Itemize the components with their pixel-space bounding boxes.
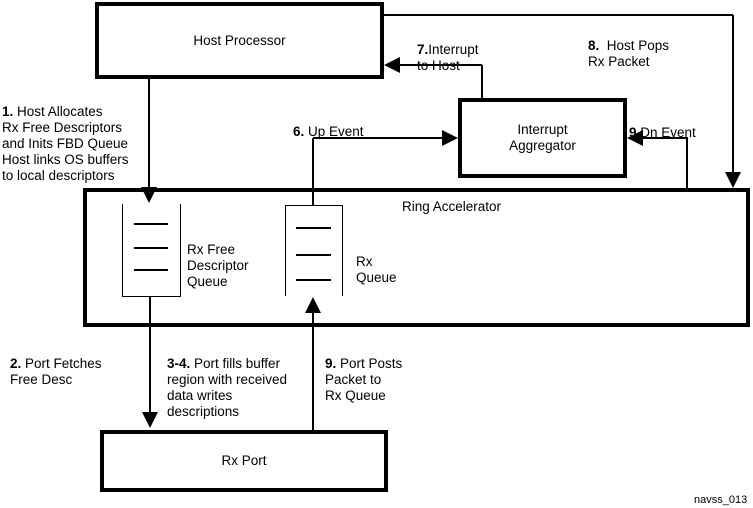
rx-port-box: Rx Port xyxy=(100,430,388,492)
rx-port-label: Rx Port xyxy=(221,453,267,468)
step-8-note: 8. Host Pops Rx Packet xyxy=(588,22,669,70)
ring-accelerator-box: Ring Accelerator xyxy=(83,188,750,327)
step-8-number: 8. xyxy=(588,38,600,53)
step-7-note: 7.Interrupt to Host xyxy=(417,26,479,74)
interrupt-aggregator-label: Interrupt Aggregator xyxy=(509,122,576,153)
upevent-vertical-line xyxy=(312,138,314,205)
upevent-horizontal-line xyxy=(313,137,443,139)
step-3-4-note: 3-4. Port fills buffer region with recei… xyxy=(167,340,307,420)
step-6-text: Up Event xyxy=(304,124,364,139)
host-processor-label: Host Processor xyxy=(193,32,286,48)
rx-free-descriptor-queue-label: Rx Free Descriptor Queue xyxy=(187,226,249,290)
queue-slot-line xyxy=(134,247,168,249)
step-3-4-number: 3-4. xyxy=(167,356,191,371)
host-pops-arrowhead-icon xyxy=(725,172,741,188)
step-9-dn-number: 9. xyxy=(629,125,641,140)
rx-free-descriptor-queue-text: Rx Free Descriptor Queue xyxy=(187,242,249,289)
queue-slot-line xyxy=(134,223,168,225)
step-1-text: Host Allocates Rx Free Descriptors and I… xyxy=(2,104,129,183)
step-9-dn-text: Dn Event xyxy=(640,125,696,140)
rx-queue-shape xyxy=(285,205,343,296)
rxport-to-rxqueue-line xyxy=(312,310,314,430)
step-9-post-text: Port Posts Packet to Rx Queue xyxy=(325,356,403,403)
host-to-fdq-arrowhead-icon xyxy=(141,187,157,203)
step-8-text: Host Pops Rx Packet xyxy=(588,38,670,69)
step-2-text: Port Fetches Free Desc xyxy=(10,356,102,387)
step-1-note: 1. Host Allocates Rx Free Descriptors an… xyxy=(2,88,150,184)
interrupt-aggregator-box: Interrupt Aggregator xyxy=(458,98,627,178)
step-9-post-number: 9. xyxy=(325,356,337,371)
step-7-number: 7. xyxy=(417,42,429,57)
step-2-note: 2. Port Fetches Free Desc xyxy=(10,340,140,388)
interrupt-to-host-vertical-line xyxy=(481,65,483,98)
queue-slot-line xyxy=(296,227,331,229)
queue-slot-line xyxy=(296,279,331,281)
step-3-4-text: Port fills buffer region with received d… xyxy=(167,356,288,419)
host-to-fdq-line xyxy=(148,79,150,189)
host-processor-box: Host Processor xyxy=(95,2,384,79)
step-6-number: 6. xyxy=(293,124,305,139)
step-1-number: 1. xyxy=(2,104,14,119)
step-6-note: 6. Up Event xyxy=(293,108,364,140)
ring-accelerator-label: Ring Accelerator xyxy=(402,199,502,214)
dnevent-vertical-line xyxy=(686,138,688,189)
step-7-text: Interrupt to Host xyxy=(417,42,479,73)
rx-queue-text: Rx Queue xyxy=(356,254,397,285)
queue-slot-line xyxy=(134,269,168,271)
fdq-to-rxport-line xyxy=(149,296,151,414)
fdq-to-rxport-arrowhead-icon xyxy=(142,412,158,428)
rxport-to-rxqueue-arrowhead-icon xyxy=(305,297,321,313)
interrupt-to-host-horizontal-line xyxy=(399,64,482,66)
rx-queue-label: Rx Queue xyxy=(356,238,397,286)
host-pops-vertical-line xyxy=(732,15,734,173)
step-9-post-note: 9. Port Posts Packet to Rx Queue xyxy=(325,340,425,404)
step-9-dn-note: 9.Dn Event xyxy=(629,109,696,141)
upevent-arrowhead-icon xyxy=(442,130,458,146)
rx-free-descriptor-queue-shape xyxy=(122,204,181,297)
queue-slot-line xyxy=(296,254,331,256)
host-pops-horizontal-line xyxy=(383,14,733,16)
step-2-number: 2. xyxy=(10,356,22,371)
interrupt-to-host-arrowhead-icon xyxy=(384,57,400,73)
dnevent-arrowhead-icon xyxy=(627,130,643,146)
figure-id-watermark: navss_013 xyxy=(694,494,748,506)
dnevent-horizontal-line xyxy=(643,137,688,139)
